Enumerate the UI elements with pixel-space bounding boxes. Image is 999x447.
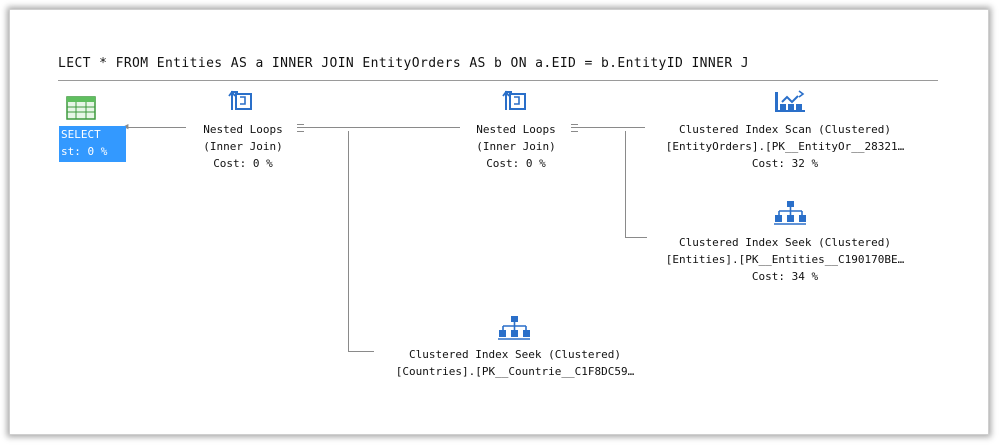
- operator-name: Clustered Index Scan (Clustered): [679, 123, 891, 136]
- operator-object: [Countries].[PK__Countrie__C1F8DC59…: [395, 365, 635, 378]
- nested-loops-join-type: (Inner Join): [203, 140, 283, 153]
- clustered-index-seek-node-entities[interactable]: Clustered Index Seek (Clustered) [Entiti…: [625, 234, 945, 285]
- query-text: LECT * FROM Entities AS a INNER JOIN Ent…: [58, 56, 750, 71]
- operator-cost: Cost: 32 %: [751, 157, 819, 170]
- table-grid-icon[interactable]: [66, 96, 96, 120]
- nested-loops-node-2[interactable]: Nested Loops (Inner Join) Cost: 0 %: [441, 121, 591, 172]
- edge-select-to-loops1: [128, 127, 186, 128]
- nested-loops-title: Nested Loops: [476, 123, 556, 136]
- select-node-title: SELECT: [61, 128, 101, 141]
- edge-loops2-to-entities-seek: [625, 237, 647, 238]
- nested-loops-join-type: (Inner Join): [476, 140, 556, 153]
- clustered-index-seek-icon[interactable]: [497, 313, 531, 341]
- select-node-label[interactable]: SELECT st: 0 %: [59, 126, 126, 162]
- operator-name: Clustered Index Seek (Clustered): [679, 236, 891, 249]
- loops1-grip: [297, 124, 304, 132]
- edge-loops1-down: [348, 131, 349, 352]
- edge-loops1-to-countries: [348, 351, 374, 352]
- operator-name: Clustered Index Seek (Clustered): [409, 348, 621, 361]
- clustered-index-seek-icon[interactable]: [773, 198, 807, 226]
- nested-loops-icon[interactable]: [228, 88, 254, 114]
- clustered-index-scan-node[interactable]: Clustered Index Scan (Clustered) [Entity…: [625, 121, 945, 172]
- nested-loops-cost: Cost: 0 %: [486, 157, 546, 170]
- edge-loops1-to-loops2: [300, 127, 460, 128]
- nested-loops-cost: Cost: 0 %: [213, 157, 273, 170]
- operator-object: [EntityOrders].[PK__EntityOr__28321…: [665, 140, 905, 153]
- operator-object: [Entities].[PK__Entities__C190170BE…: [665, 253, 905, 266]
- nested-loops-node-1[interactable]: Nested Loops (Inner Join) Cost: 0 %: [168, 121, 318, 172]
- operator-cost: Cost: 34 %: [751, 270, 819, 283]
- clustered-index-seek-node-countries[interactable]: Clustered Index Seek (Clustered) [Countr…: [355, 346, 675, 380]
- nested-loops-title: Nested Loops: [203, 123, 283, 136]
- nested-loops-icon[interactable]: [502, 88, 528, 114]
- edge-loops2-down: [625, 131, 626, 238]
- clustered-index-scan-icon[interactable]: [773, 88, 807, 114]
- query-divider: [58, 80, 938, 81]
- loops2-grip: [571, 124, 578, 132]
- edge-loops2-to-scan: [573, 127, 645, 128]
- select-node-cost: st: 0 %: [61, 145, 108, 158]
